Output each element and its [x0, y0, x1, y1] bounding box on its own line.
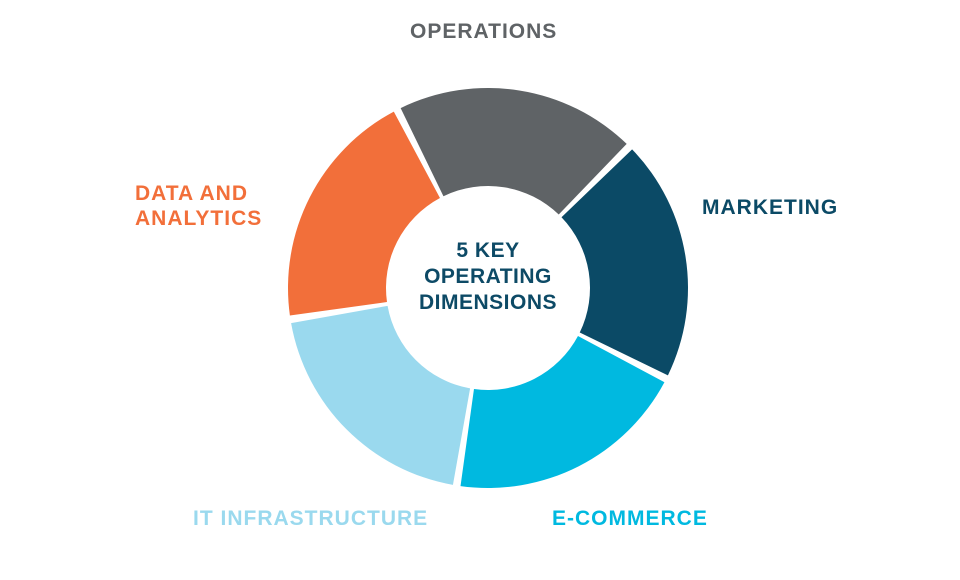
center-title-line-3: DIMENSIONS: [418, 291, 557, 314]
label-operations: OPERATIONS: [410, 19, 557, 44]
center-title-line-2: OPERATING: [424, 265, 552, 288]
label-data-and-analytics-line-2: ANALYTICS: [135, 207, 263, 230]
label-e-commerce-text: E-COMMERCE: [552, 507, 708, 530]
label-operations-text: OPERATIONS: [410, 20, 558, 43]
segment-e-commerce: [460, 336, 665, 488]
segment-operations: [400, 88, 627, 215]
center-title: 5 KEY OPERATING DIMENSIONS: [388, 238, 588, 316]
segment-it-infrastructure: [291, 305, 471, 485]
label-data-and-analytics-line-1: DATA AND: [135, 182, 248, 205]
label-it-infrastructure: IT INFRASTRUCTURE: [193, 506, 428, 531]
label-it-infrastructure-text: IT INFRASTRUCTURE: [193, 507, 429, 530]
segment-marketing: [561, 149, 688, 376]
label-marketing-text: MARKETING: [702, 196, 839, 219]
label-data-and-analytics: DATA AND ANALYTICS: [135, 181, 262, 231]
center-title-line-1: 5 KEY: [456, 239, 520, 262]
segment-data-and-analytics: [288, 111, 440, 316]
label-e-commerce: E-COMMERCE: [552, 506, 708, 531]
label-marketing: MARKETING: [702, 195, 838, 220]
